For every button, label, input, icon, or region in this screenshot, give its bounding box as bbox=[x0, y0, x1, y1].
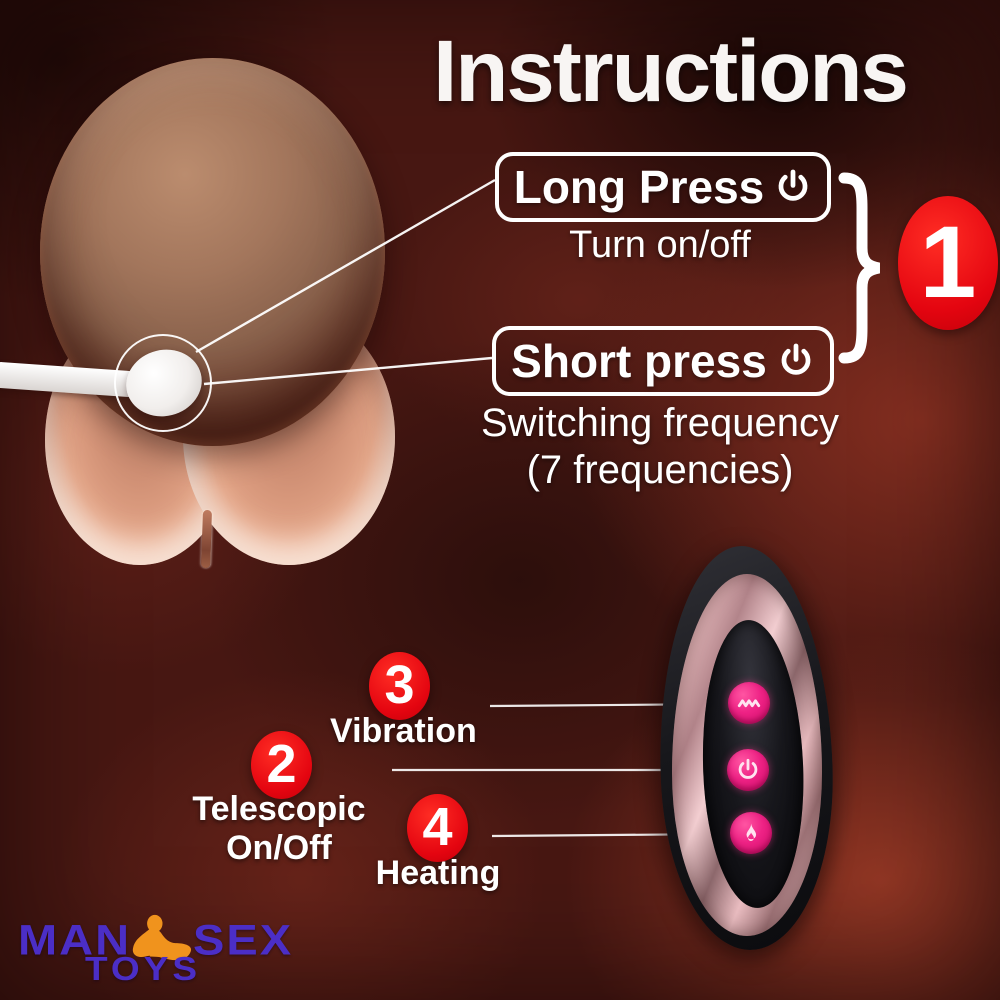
short-press-description-line1: Switching frequency bbox=[481, 401, 839, 445]
short-press-description: Switching frequency (7 frequencies) bbox=[440, 400, 880, 494]
page-title: Instructions bbox=[433, 23, 909, 120]
brand-logo: MAN SEX bbox=[18, 912, 293, 967]
logo-word-sex: SEX bbox=[193, 915, 294, 964]
power-icon bbox=[778, 169, 808, 201]
step-badge-3: 3 bbox=[369, 652, 430, 720]
heating-button bbox=[730, 812, 772, 854]
step-badge-4: 4 bbox=[407, 794, 468, 862]
step-badge-1: 1 bbox=[898, 196, 998, 330]
heating-label: Heating bbox=[375, 854, 501, 892]
vibration-label: Vibration bbox=[330, 712, 477, 750]
vibration-button bbox=[728, 682, 770, 724]
short-press-callout: Short press bbox=[492, 326, 834, 396]
power-button bbox=[727, 749, 769, 791]
telescopic-label: Telescopic On/Off bbox=[192, 790, 366, 867]
power-icon bbox=[738, 758, 758, 779]
long-press-label: Long Press bbox=[513, 161, 765, 213]
short-press-label: Short press bbox=[511, 335, 767, 387]
flame-icon bbox=[746, 823, 757, 841]
reclining-figure-icon bbox=[132, 914, 192, 960]
step-badge-2: 2 bbox=[251, 731, 312, 799]
product-crease bbox=[200, 509, 213, 569]
curly-brace bbox=[838, 172, 881, 364]
long-press-callout: Long Press bbox=[495, 152, 831, 222]
power-icon bbox=[781, 343, 811, 375]
highlight-circle bbox=[114, 334, 212, 432]
short-press-description-line2: (7 frequencies) bbox=[526, 448, 794, 492]
logo-word-toys: TOYS bbox=[85, 950, 202, 987]
wave-icon bbox=[737, 699, 761, 708]
long-press-description: Turn on/off bbox=[569, 224, 751, 266]
logo-word-man: MAN bbox=[18, 915, 132, 964]
